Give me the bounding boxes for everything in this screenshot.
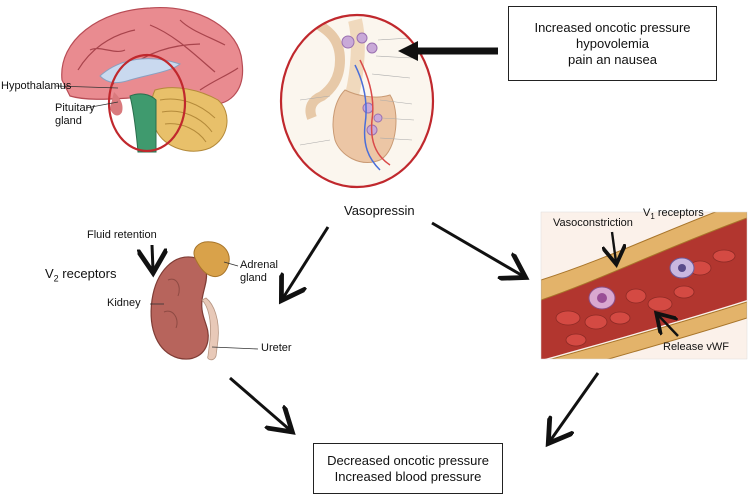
v1-receptors-label: V1 receptors	[643, 207, 704, 223]
hypothalamus-label: Hypothalamus	[1, 80, 72, 92]
v2-subscript: 2	[53, 273, 59, 284]
pituitary-highlight-circle	[107, 53, 187, 153]
result-line1: Decreased oncotic pressure	[327, 452, 489, 468]
v2-prefix: V	[45, 266, 54, 281]
stimuli-line2: hypovolemia	[576, 35, 649, 51]
vasopressin-label: Vasopressin	[344, 203, 415, 218]
kidney-label: Kidney	[107, 297, 141, 309]
hypothalamus-leader-line	[55, 85, 119, 89]
fluid-retention-arrow	[152, 244, 153, 270]
arrow-vessel-to-result	[550, 372, 600, 441]
blood-vessel-illustration	[541, 212, 747, 359]
pituitary-label-line2: gland	[55, 115, 82, 127]
stimuli-line1: Increased oncotic pressure	[534, 19, 691, 35]
kidney-illustration	[150, 241, 230, 361]
v1-subscript: 1	[650, 212, 655, 222]
v2-suffix: receptors	[58, 266, 117, 281]
v2-receptors-label: V2 receptors	[45, 267, 117, 286]
vasoconstriction-arrow	[612, 231, 616, 262]
adrenal-leader-line	[223, 261, 239, 267]
result-box: Decreased oncotic pressure Increased blo…	[313, 443, 503, 494]
arrow-to-vessel	[431, 221, 523, 276]
v1-suffix: receptors	[654, 207, 704, 219]
ureter-label: Ureter	[261, 342, 292, 354]
vasoconstriction-label: Vasoconstriction	[553, 217, 633, 229]
pituitary-detail-illustration	[281, 15, 433, 187]
pituitary-leader-line	[85, 101, 119, 109]
arrow-to-kidney	[283, 226, 330, 298]
release-vwf-label: Release vWF	[663, 341, 730, 353]
adrenal-gland-label: Adrenal gland	[240, 259, 278, 285]
brain-illustration	[61, 7, 244, 153]
pituitary-label-line1: Pituitary	[55, 102, 95, 114]
stimuli-box: Increased oncotic pressure hypovolemia p…	[508, 6, 717, 81]
stimuli-arrow-head	[398, 41, 418, 61]
v1-prefix: V	[643, 207, 651, 219]
arrow-kidney-to-result	[229, 376, 290, 430]
fluid-retention-label: Fluid retention	[87, 229, 157, 241]
pituitary-detail-circle	[279, 13, 435, 189]
stimuli-line3: pain an nausea	[568, 51, 657, 67]
adrenal-line2: gland	[240, 272, 267, 284]
ureter-leader-line	[211, 346, 259, 350]
adrenal-line1: Adrenal	[240, 259, 278, 271]
pituitary-label: Pituitary gland	[55, 102, 95, 128]
release-vwf-arrow	[658, 315, 679, 337]
result-line2: Increased blood pressure	[334, 468, 482, 484]
vessel-image-frame	[540, 211, 748, 360]
